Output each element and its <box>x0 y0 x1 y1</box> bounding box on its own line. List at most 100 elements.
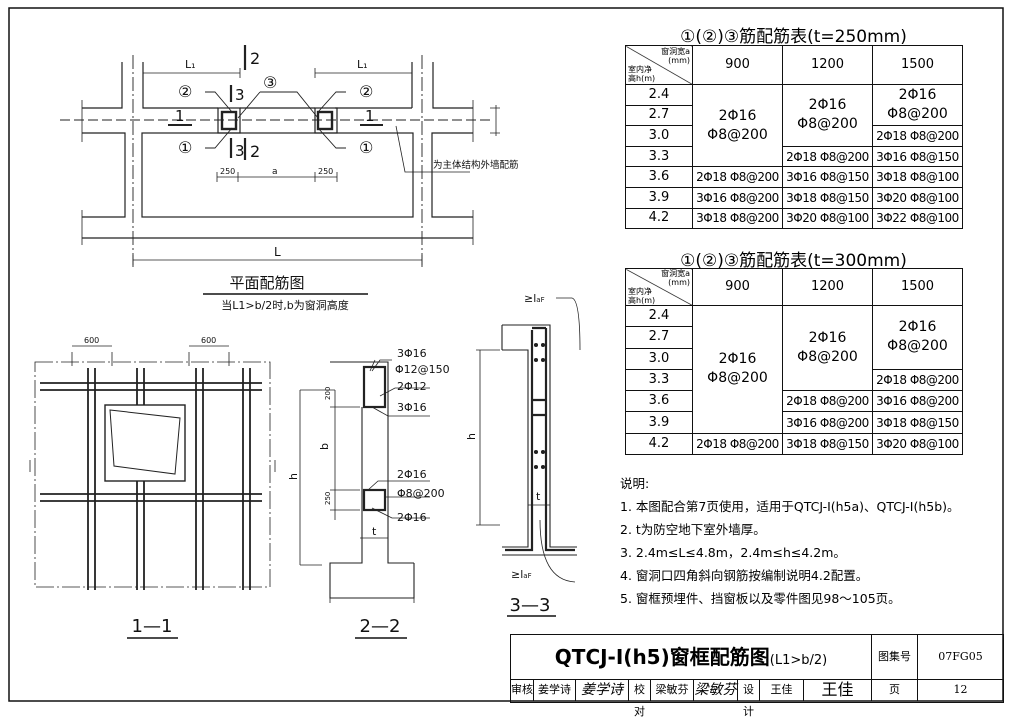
rebar-cell: 3Φ20 Φ8@100 <box>872 186 963 209</box>
row-height-label: 4.2 <box>625 432 693 456</box>
rebar-cell: 2Φ16 Φ8@200 <box>692 305 783 434</box>
section-mark-1-left: 1 <box>175 107 185 125</box>
callout-phi12-150: Φ12@150 <box>395 363 450 376</box>
section-mark-3-top: 3 <box>235 86 245 104</box>
anchor-sub: aF <box>523 572 531 580</box>
notes-heading: 说明: <box>620 476 650 491</box>
dim-250-right: 250 <box>318 167 333 176</box>
table-corner-cell: 窗洞宽a(mm)室内净高h(m) <box>625 45 693 85</box>
row-height-label: 4.2 <box>625 207 693 230</box>
table-title-t250: ①(②)③筋配筋表(t=250mm) <box>680 27 907 47</box>
column-header: 1200 <box>782 45 873 85</box>
dim-h-3-3: h <box>465 433 478 440</box>
rebar-mark-1-left: ① <box>178 138 192 157</box>
rebar-cell: 3Φ16 Φ8@200 <box>872 390 963 413</box>
designer-name: 王佳 <box>759 679 803 701</box>
page-label: 页 <box>871 679 917 701</box>
rebar-cell: 3Φ16 Φ8@200 <box>692 186 783 209</box>
column-header: 1500 <box>872 45 963 85</box>
rebar-cell: 3Φ18 Φ8@150 <box>782 186 873 209</box>
anchor-sub: aF <box>536 296 544 304</box>
callout-2phi16-top: 2Φ16 <box>397 468 427 481</box>
dim-t: t <box>372 525 377 538</box>
table-corner-cell: 窗洞宽a(mm) 室内净高h(m) <box>625 268 693 306</box>
rebar-cell: 2Φ16 Φ8@200 <box>872 83 963 127</box>
section-mark-2-bottom: 2 <box>250 142 260 161</box>
rebar-mark-2-right: ② <box>359 82 373 101</box>
rebar-cell: 2Φ18 Φ8@200 <box>782 145 873 168</box>
rebar-cell: 3Φ18 Φ8@200 <box>692 207 783 230</box>
plan-title: 平面配筋图 <box>229 274 304 292</box>
designer-signature: 王佳 <box>803 679 871 701</box>
section-3-3-anchor-bottom: ≥laF <box>511 568 532 581</box>
column-header: 1200 <box>782 268 873 306</box>
drawing-sheet: L₁ L₁ L a 250 250 2 2 3 3 1 1 ② ① ② ① ③ … <box>8 7 1004 702</box>
dim-a: a <box>272 167 278 177</box>
design-label: 设计 <box>737 679 759 718</box>
atlas-number: 07FG05 <box>917 635 1003 679</box>
review-label: 审核 <box>511 683 533 696</box>
rebar-cell: 3Φ16 Φ8@200 <box>782 411 873 434</box>
dim-b: b <box>318 443 331 450</box>
column-header: 900 <box>692 45 783 85</box>
corner-bottom: 室内净高h(m) <box>628 287 656 305</box>
drawing-title: QTCJ-I(h5)窗框配筋图(L1>b/2) <box>511 635 871 679</box>
rebar-cell: 3Φ18 Φ8@150 <box>782 432 873 456</box>
rebar-cell: 3Φ16 Φ8@150 <box>872 145 963 168</box>
wall-rebar-note: 为主体结构外墙配筋 <box>433 159 519 171</box>
checker-name: 梁敏芬 <box>650 679 693 701</box>
rebar-cell: 3Φ20 Φ8@100 <box>782 207 873 230</box>
rebar-cell: 2Φ16 Φ8@200 <box>692 83 783 168</box>
rebar-cell: 2Φ18 Φ8@200 <box>782 390 873 413</box>
section-mark-3-bottom: 3 <box>235 142 245 160</box>
corner-top: 窗洞宽a(mm) <box>661 269 690 287</box>
section-1-1-dim-left: 600 <box>84 336 99 345</box>
anchor-label: ≥l <box>524 292 536 305</box>
rebar-cell: 3Φ18 Φ8@100 <box>872 166 963 188</box>
rebar-cell: 2Φ16 Φ8@200 <box>782 84 873 147</box>
row-height-label: 2.7 <box>625 326 693 349</box>
rebar-cell: 3Φ16 Φ8@150 <box>782 166 873 188</box>
note-item: 5. 窗框预埋件、挡窗板以及零件图见98～105页。 <box>620 591 901 606</box>
rebar-cell: 2Φ18 Φ8@200 <box>692 166 783 188</box>
dim-t-3-3: t <box>536 490 541 503</box>
row-height-label: 3.6 <box>625 390 693 413</box>
callout-phi8-200: Φ8@200 <box>397 487 445 500</box>
reviewer-name: 姜学诗 <box>533 679 575 701</box>
column-header: 1500 <box>872 268 963 306</box>
atlas-label: 图集号 <box>871 635 917 679</box>
note-item: 1. 本图配合第7页使用，适用于QTCJ-I(h5a)、QTCJ-I(h5b)。 <box>620 499 960 514</box>
notes: 说明: 1. 本图配合第7页使用，适用于QTCJ-I(h5a)、QTCJ-I(h… <box>620 472 960 610</box>
note-item: 2. t为防空地下室外墙厚。 <box>620 522 766 537</box>
corner-bottom: 室内净高h(m) <box>628 65 656 83</box>
section-mark-2-top: 2 <box>250 49 260 68</box>
section-2-2-title: 2—2 <box>360 616 401 637</box>
plan-drawing <box>60 45 500 268</box>
row-height-label: 3.3 <box>625 145 693 168</box>
section-3-3-drawing <box>476 297 581 583</box>
rebar-mark-3: ③ <box>263 73 277 92</box>
section-2-2-drawing <box>299 359 430 603</box>
callout-3phi16-bottom: 3Φ16 <box>397 401 427 414</box>
callout-3phi16-top: 3Φ16 <box>397 347 427 360</box>
dim-200: 200 <box>324 387 332 400</box>
rebar-mark-1-right: ① <box>359 138 373 157</box>
row-height-label: 3.0 <box>625 125 693 147</box>
check-label: 校对 <box>628 679 650 718</box>
callout-2phi12: 2Φ12 <box>397 380 427 393</box>
plan-labels: L₁ L₁ L a 250 250 2 2 3 3 1 1 ② ① ② ① ③ … <box>175 49 519 312</box>
row-height-label: 2.7 <box>625 104 693 127</box>
